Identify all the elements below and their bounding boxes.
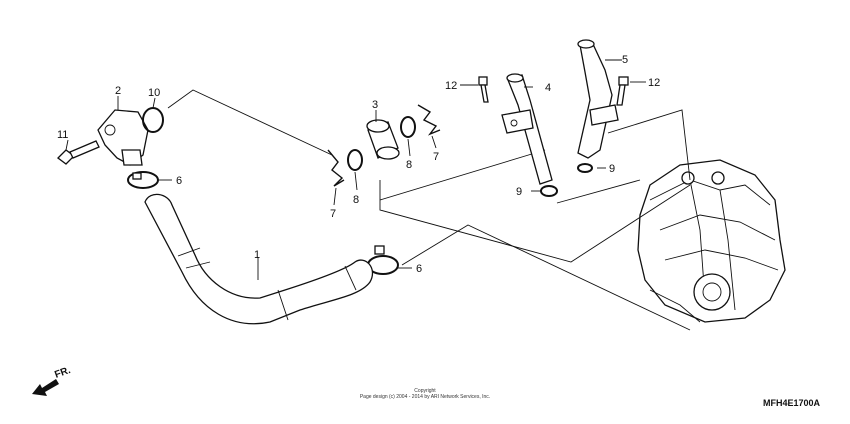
callout-5: 5 [622, 54, 628, 66]
callout-1: 1 [254, 249, 260, 261]
callout-3: 3 [372, 99, 378, 111]
water-outlet-housing-2[interactable] [97, 109, 149, 166]
copyright-line-1: Copyright [414, 388, 436, 394]
callout-4: 4 [545, 82, 551, 94]
callout-7-right: 7 [433, 151, 439, 163]
callout-8-right: 8 [406, 159, 412, 171]
callout-10: 10 [148, 87, 160, 99]
bolt-12-right[interactable] [616, 76, 629, 106]
callout-12-left: 12 [445, 80, 457, 92]
clip-7-left[interactable] [327, 149, 345, 187]
callout-8-left: 8 [353, 194, 359, 206]
copyright-notice: Copyright Page design (c) 2004 - 2014 by… [300, 388, 550, 400]
water-pipe-4[interactable] [501, 73, 553, 185]
bolt-12-left[interactable] [478, 76, 489, 103]
o-ring-8-left[interactable] [347, 149, 363, 171]
callout-6-lower: 6 [416, 263, 422, 275]
front-label: FR. [53, 365, 72, 381]
copyright-line-2: Page design (c) 2004 - 2014 by ARI Netwo… [359, 394, 491, 400]
callout-11: 11 [57, 129, 68, 141]
o-ring-8-right[interactable] [400, 116, 416, 138]
diagram-code: MFH4E1700A [762, 398, 820, 408]
o-ring-10[interactable] [142, 107, 164, 133]
seal-3[interactable] [366, 119, 400, 160]
o-ring-9-upper[interactable] [577, 163, 593, 173]
leader-lines [167, 89, 691, 331]
water-hose-1[interactable] [144, 193, 374, 325]
o-ring-9-lower[interactable] [540, 185, 558, 197]
engine-illustration [637, 159, 786, 323]
callout-9-upper: 9 [609, 163, 615, 175]
hose-clamp-6-upper[interactable] [127, 171, 159, 189]
callout-9-lower: 9 [516, 186, 522, 198]
front-direction-marker: FR. [30, 364, 90, 403]
water-pipe-5[interactable] [577, 39, 619, 159]
callout-6-upper: 6 [176, 175, 182, 187]
callout-leaders [65, 59, 646, 280]
bolt-11[interactable] [57, 140, 100, 165]
clip-7-right[interactable] [417, 104, 441, 136]
callout-12-right: 12 [648, 77, 660, 89]
front-arrow-icon: FR. [32, 365, 72, 396]
callout-7-left: 7 [330, 208, 336, 220]
callout-2: 2 [115, 85, 121, 97]
